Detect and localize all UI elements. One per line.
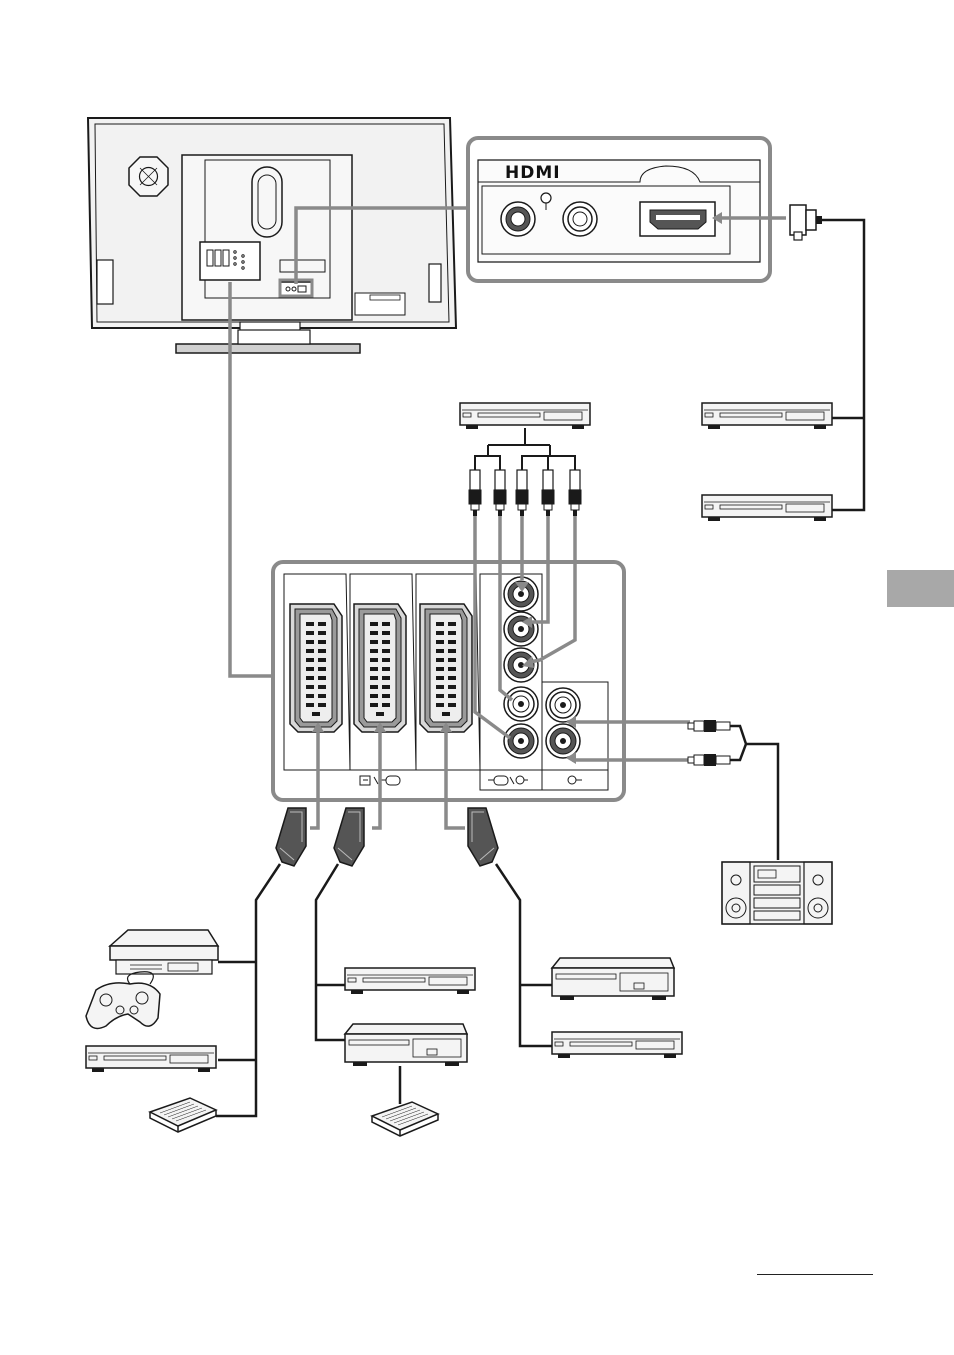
vcr-middle [345, 1024, 467, 1066]
audio-jack-dark [501, 202, 535, 236]
scart-socket-1 [290, 604, 342, 732]
scart-socket-2 [354, 604, 406, 732]
hdmi-socket [640, 202, 715, 236]
scart-plug-2 [334, 808, 364, 866]
hdmi-logo: HDMI [505, 163, 561, 183]
rca-plug-3 [516, 470, 528, 516]
hdmi-device-1 [702, 403, 832, 429]
scart-plug-1 [276, 808, 306, 866]
component-source-device [460, 403, 590, 429]
game-controller [86, 972, 160, 1029]
audio-in-jack-r [504, 724, 538, 758]
component-cable-split [475, 428, 575, 470]
hdmi-panel-inset: HDMI [468, 138, 770, 281]
decoder-left [150, 1098, 216, 1132]
game-console [110, 930, 218, 974]
vcr-right [552, 958, 674, 1000]
connector-panel-inset [273, 562, 624, 800]
audio-in-jack-l [504, 687, 538, 721]
dvd-recorder-middle [345, 968, 475, 994]
component-jack-pb [504, 612, 538, 646]
rca-plug-1 [469, 470, 481, 516]
hdmi-device-2 [702, 495, 832, 521]
dvd-player-right [552, 1032, 682, 1058]
scart-socket-3 [420, 604, 472, 732]
dvd-player-left [86, 1046, 216, 1072]
rca-plug-4 [542, 470, 554, 516]
audio-jack-light [563, 202, 597, 236]
rca-plug-5 [569, 470, 581, 516]
scart-plug-3 [468, 808, 498, 866]
decoder-middle [372, 1102, 438, 1136]
hifi-system [722, 862, 832, 924]
rca-plug-2 [494, 470, 506, 516]
tv-rear [88, 118, 456, 353]
